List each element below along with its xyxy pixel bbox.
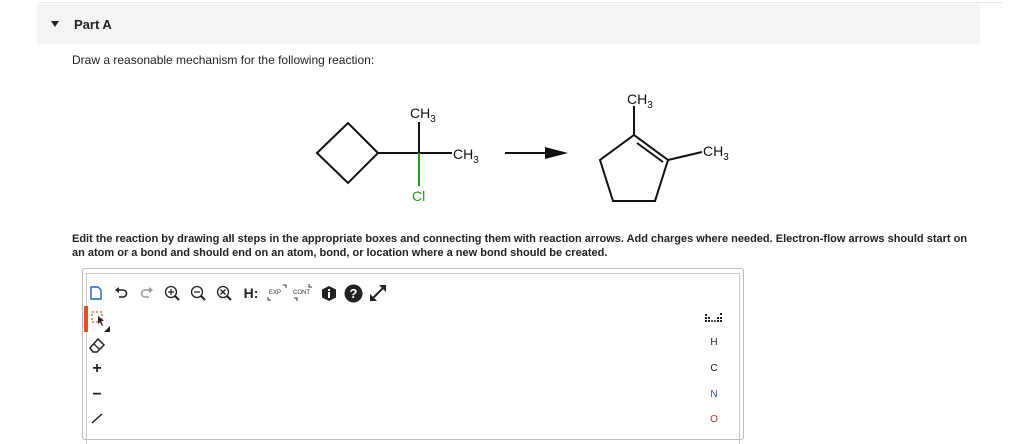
product-structure [598, 106, 703, 202]
cyclopentene-ring [598, 133, 670, 202]
reactant-cl: Cl [412, 188, 425, 204]
reactant-ch3-right: CH3 [453, 146, 479, 166]
question-prompt: Draw a reasonable mechanism for the foll… [72, 53, 375, 67]
editor-instructions: Edit the reaction by drawing all steps i… [72, 233, 968, 259]
lasso-select-tool[interactable] [84, 306, 110, 332]
contract-label: CONT [293, 290, 310, 296]
periodic-table-icon[interactable] [704, 310, 724, 326]
contract-button[interactable]: CONT [291, 283, 315, 303]
hydrogen-toggle-button[interactable]: H: [241, 284, 261, 302]
top-divider [40, 2, 1002, 3]
element-o-button[interactable]: O [710, 414, 718, 425]
zoom-in-icon[interactable] [163, 284, 181, 302]
part-a-header[interactable]: Part A [37, 4, 980, 44]
reactant-structure [315, 121, 452, 186]
eraser-tool[interactable] [86, 336, 108, 354]
svg-text:?: ? [349, 286, 357, 301]
hydrogen-toggle-label: H: [243, 285, 259, 301]
product-ch3-top: CH3 [627, 91, 653, 111]
part-title: Part A [74, 16, 112, 32]
element-c-button[interactable]: C [710, 363, 718, 374]
redo-icon[interactable] [139, 285, 155, 301]
info-icon[interactable] [320, 284, 338, 302]
collapse-caret-icon[interactable] [51, 21, 59, 27]
element-h-button[interactable]: H [710, 337, 718, 348]
product-double-bond [636, 142, 664, 163]
zoom-reset-icon[interactable] [215, 284, 233, 302]
negative-charge-tool[interactable]: − [92, 386, 102, 403]
drawing-editor[interactable] [82, 268, 744, 444]
help-icon[interactable]: ? [343, 283, 363, 303]
positive-charge-tool[interactable]: + [92, 360, 102, 377]
product-bond-ch3-right [667, 151, 703, 161]
expand-label: EXP [269, 290, 282, 296]
fullscreen-icon[interactable] [368, 283, 388, 303]
undo-icon[interactable] [113, 285, 129, 301]
reactant-ch3-top: CH3 [410, 105, 436, 125]
element-n-button[interactable]: N [710, 389, 718, 400]
reaction-arrow [505, 147, 568, 159]
new-document-icon[interactable] [88, 285, 104, 301]
reaction-scheme: CH3 CH3 Cl CH3 CH3 [315, 91, 729, 204]
product-ch3-right: CH3 [703, 143, 729, 163]
expand-button[interactable]: EXP [266, 283, 288, 303]
drawing-canvas[interactable] [86, 273, 740, 444]
zoom-out-icon[interactable] [189, 284, 207, 302]
cyclobutane-ring [315, 121, 380, 185]
single-bond-tool[interactable] [86, 410, 108, 424]
